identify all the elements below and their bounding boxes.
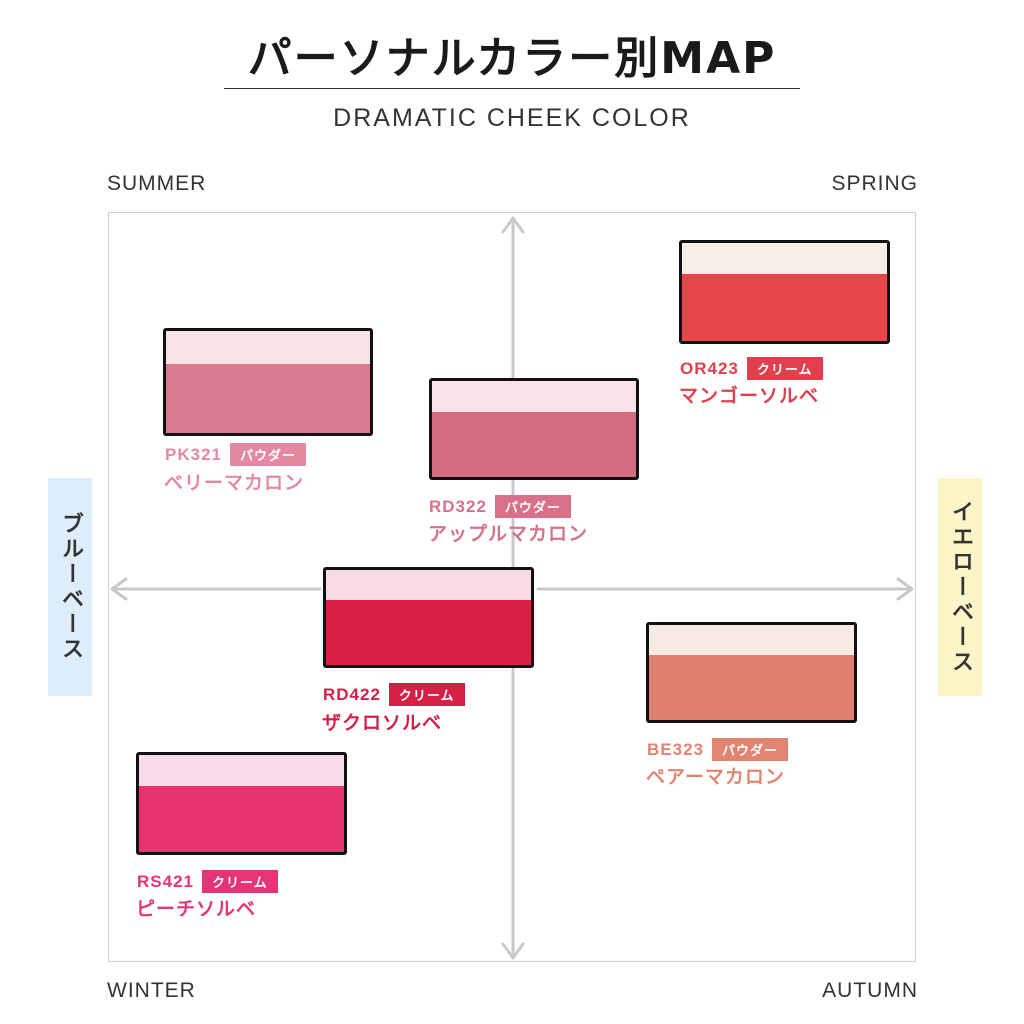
product-code: BE323	[647, 739, 704, 759]
season-label-autumn: AUTUMN	[822, 979, 918, 1002]
product-code-row: RS421 クリーム	[137, 870, 278, 893]
page-title: パーソナルカラー別MAP	[247, 33, 777, 84]
arrow-left-icon	[110, 577, 128, 601]
swatch-rs421	[136, 752, 347, 855]
title-divider	[224, 88, 800, 89]
page-subtitle: DRAMATIC CHEEK COLOR	[333, 104, 691, 132]
texture-badge: クリーム	[746, 357, 823, 380]
product-code-row: PK321 パウダー	[165, 443, 306, 466]
product-name: ベリーマカロン	[164, 472, 305, 494]
swatch-color	[326, 600, 531, 665]
product-name: ピーチソルベ	[136, 898, 257, 920]
swatch-highlight	[432, 381, 636, 412]
texture-badge: クリーム	[201, 870, 278, 893]
swatch-color	[432, 411, 636, 477]
product-code: RD422	[323, 684, 381, 704]
arrow-down-icon	[501, 942, 525, 960]
product-code-row: OR423 クリーム	[680, 357, 823, 380]
swatch-rd322	[429, 378, 639, 480]
swatch-be323	[646, 622, 857, 723]
season-label-winter: WINTER	[107, 979, 196, 1002]
swatch-color	[682, 274, 887, 341]
season-label-summer: SUMMER	[107, 172, 207, 195]
swatch-color	[649, 655, 854, 720]
swatch-highlight	[682, 243, 887, 275]
product-code: PK321	[165, 444, 222, 464]
season-label-spring: SPRING	[831, 172, 918, 195]
swatch-highlight	[649, 625, 854, 656]
arrow-up-icon	[501, 216, 525, 234]
arrow-right-icon	[896, 577, 914, 601]
swatch-pk321	[163, 328, 373, 436]
swatch-rd422	[323, 567, 534, 668]
yellow-base-label: イエローベース	[938, 478, 982, 696]
swatch-color	[139, 786, 344, 852]
product-code-row: BE323 パウダー	[647, 738, 788, 761]
product-name: アップルマカロン	[428, 523, 589, 545]
map-frame	[108, 212, 916, 962]
product-code-row: RD422 クリーム	[323, 683, 465, 706]
swatch-highlight	[326, 570, 531, 601]
product-code-row: RD322 パウダー	[429, 495, 571, 518]
product-name: マンゴーソルベ	[679, 385, 820, 407]
texture-badge: パウダー	[229, 443, 306, 466]
product-name: ザクロソルベ	[322, 712, 443, 734]
blue-base-label: ブルーベース	[48, 478, 92, 696]
texture-badge: パウダー	[711, 738, 788, 761]
swatch-color	[166, 363, 370, 433]
product-code: OR423	[680, 358, 739, 378]
swatch-or423	[679, 240, 890, 344]
product-code: RS421	[137, 871, 194, 891]
product-name: ペアーマカロン	[646, 766, 785, 788]
texture-badge: パウダー	[494, 495, 571, 518]
swatch-highlight	[166, 331, 370, 364]
swatch-highlight	[139, 755, 344, 787]
texture-badge: クリーム	[388, 683, 465, 706]
product-code: RD322	[429, 496, 487, 516]
